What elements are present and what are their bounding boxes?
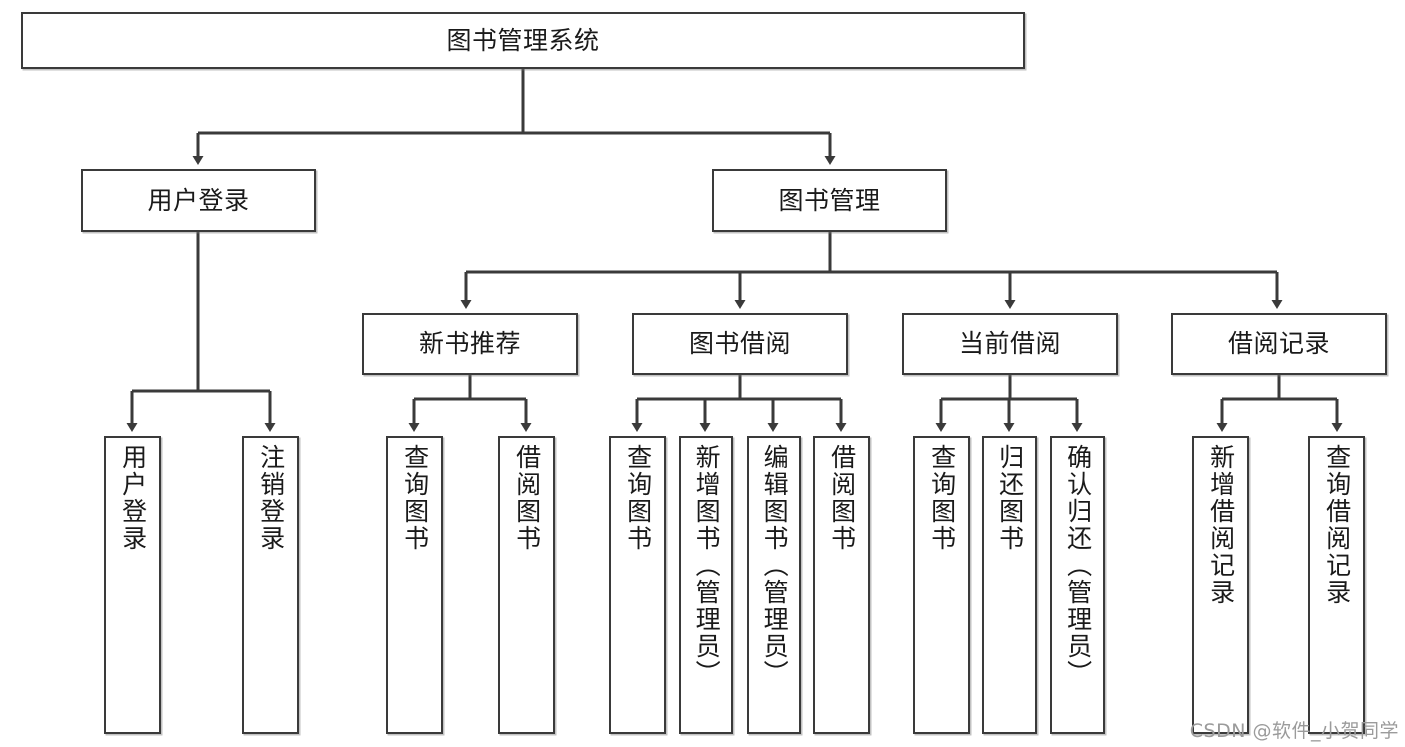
node-label: 当前借阅 [958,329,1061,359]
node-leaf-borrow-book[interactable]: 借阅图书 [813,436,870,734]
node-leaf-edit-book[interactable]: 编辑图书（管理员） [747,436,801,734]
node-label: 借阅图书 [827,444,857,552]
node-label: 用户登录 [118,444,148,552]
node-leaf-add-borrow-record[interactable]: 新增借阅记录 [1192,436,1249,734]
node-label: 注销登录 [256,444,286,552]
node-label: 图书借阅 [688,329,791,359]
node-label: 图书管理 [778,185,881,215]
node-label: 新增图书（管理员） [692,444,722,687]
node-borrow-record[interactable]: 借阅记录 [1171,313,1387,375]
node-leaf-query-borrow-record[interactable]: 查询借阅记录 [1308,436,1365,734]
node-label: 查询图书 [400,444,430,552]
node-label: 借阅记录 [1227,329,1330,359]
node-leaf-user-logout[interactable]: 注销登录 [242,436,299,734]
node-leaf-query-book-borrow[interactable]: 查询图书 [609,436,666,734]
node-current-borrow[interactable]: 当前借阅 [902,313,1118,375]
node-label: 借阅图书 [512,444,542,552]
node-label: 查询图书 [927,444,957,552]
node-leaf-query-book-current[interactable]: 查询图书 [913,436,970,734]
node-label: 用户登录 [147,185,250,215]
node-book-management-system[interactable]: 图书管理系统 [21,12,1025,69]
node-label: 查询借阅记录 [1322,444,1352,606]
node-leaf-user-login[interactable]: 用户登录 [104,436,161,734]
node-new-book-recommend[interactable]: 新书推荐 [362,313,578,375]
node-label: 确认归还（管理员） [1063,444,1093,687]
node-label: 新增借阅记录 [1206,444,1236,606]
node-user-login[interactable]: 用户登录 [81,169,316,232]
node-book-management[interactable]: 图书管理 [712,169,947,232]
node-label: 图书管理系统 [446,25,600,55]
node-label: 编辑图书（管理员） [760,444,790,687]
node-book-borrow[interactable]: 图书借阅 [632,313,848,375]
node-label: 归还图书 [995,444,1025,552]
node-leaf-add-book[interactable]: 新增图书（管理员） [679,436,733,734]
node-leaf-confirm-return[interactable]: 确认归还（管理员） [1050,436,1105,734]
node-leaf-borrow-book-recommend[interactable]: 借阅图书 [498,436,555,734]
node-label: 查询图书 [623,444,653,552]
node-leaf-query-book-recommend[interactable]: 查询图书 [386,436,443,734]
node-leaf-return-book[interactable]: 归还图书 [982,436,1037,734]
csdn-watermark: CSDN @软件_小贺同学 [1189,720,1399,742]
node-label: 新书推荐 [418,329,521,359]
